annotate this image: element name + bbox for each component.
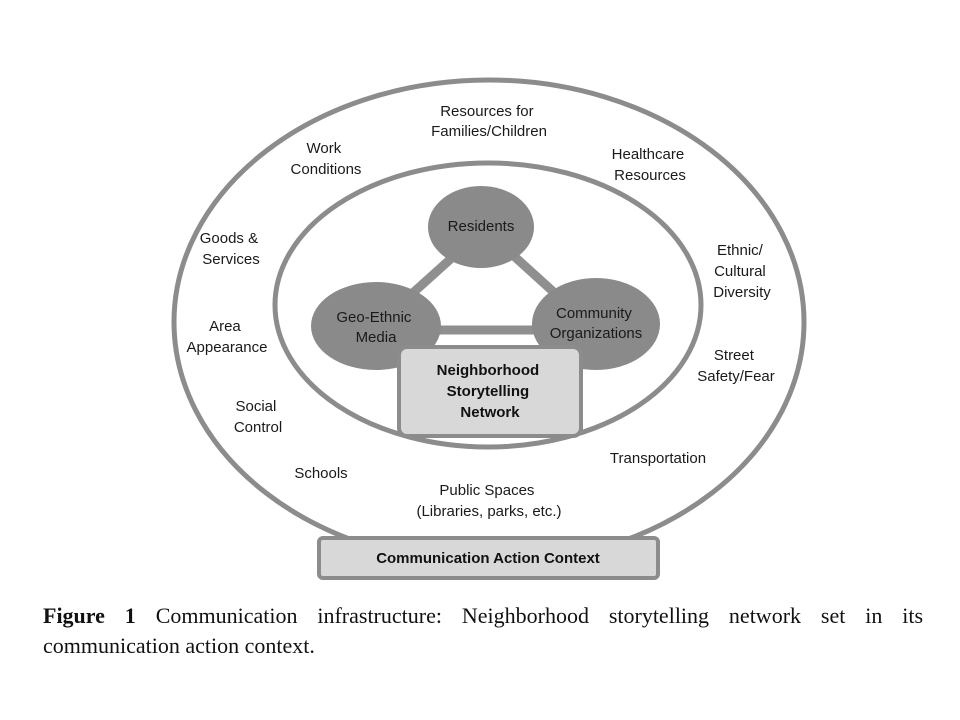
community-organizations-label: Community Organizations: [550, 305, 643, 342]
link-residents-orgs: [511, 253, 562, 300]
figure-label: Figure 1: [43, 603, 136, 628]
residents-label: Residents: [448, 218, 515, 235]
social-control-label: Social Control: [234, 398, 282, 436]
work-conditions-label: Work Conditions: [291, 140, 362, 178]
healthcare-label: Healthcare Resources: [612, 146, 689, 184]
storytelling-network-box: [397, 345, 583, 438]
area-appearance-label: Area Appearance: [187, 318, 268, 356]
resources-families-label: Resources for Families/Children: [431, 103, 547, 140]
geo-ethnic-media-label: Geo-Ethnic Media: [336, 309, 415, 346]
ethnic-diversity-label: Ethnic/ Cultural Diversity: [713, 242, 771, 301]
inner-network-ellipse: [272, 160, 704, 450]
goods-services-label: Goods & Services: [200, 230, 263, 268]
figure-caption: Figure 1 Communication infrastructure: N…: [43, 601, 923, 661]
caption-text: Communication infrastructure: Neighborho…: [43, 603, 924, 658]
public-spaces-label: Public Spaces (Libraries, parks, etc.): [416, 482, 561, 520]
residents-node: [428, 186, 534, 268]
communication-action-context-label: Communication Action Context: [376, 550, 600, 567]
street-safety-label: Street Safety/Fear: [697, 347, 775, 385]
schools-label: Schools: [294, 465, 347, 482]
storytelling-network-label: Neighborhood Storytelling Network: [437, 362, 544, 421]
communication-infrastructure-diagram: Residents Geo-Ethnic Media Community Org…: [171, 77, 807, 580]
transportation-label: Transportation: [610, 450, 706, 467]
communication-action-context-box: [317, 536, 660, 580]
